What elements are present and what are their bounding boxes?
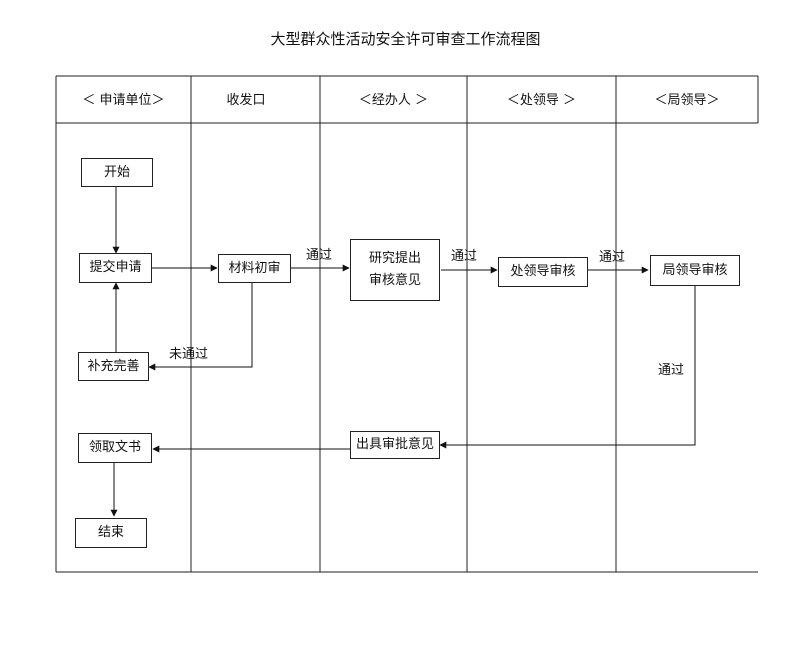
lane-header-applicant: ＜ 申请单位＞ — [82, 93, 165, 108]
node-start: 开始 — [81, 158, 153, 187]
lane-header-bureau-leader: ＜局领导＞ — [654, 93, 720, 108]
lane-header-division-leader: ＜处领导 ＞ — [506, 93, 577, 108]
node-research-line2: 审核意见 — [368, 273, 421, 288]
edge-initial-supplement — [148, 283, 253, 371]
edge-label-pass-bureau: 通过 — [658, 363, 685, 378]
edge-bureau-issue — [439, 286, 696, 449]
edge-label-fail: 未通过 — [169, 347, 209, 362]
node-division-review: 处领导审核 — [498, 257, 588, 287]
node-supplement: 补充完善 — [78, 352, 149, 381]
node-end: 结束 — [75, 518, 147, 548]
edge-label-pass-initial: 通过 — [306, 248, 333, 263]
node-research-opinion: 研究提出 审核意见 — [350, 239, 440, 301]
lane-header-handler: ＜经办人 ＞ — [358, 93, 429, 108]
page-title: 大型群众性活动安全许可审查工作流程图 — [270, 30, 541, 48]
edge-label-pass-handler: 通过 — [451, 249, 478, 264]
edge-label-pass-division: 通过 — [599, 250, 626, 265]
node-receive-documents: 领取文书 — [78, 433, 152, 463]
swimlane-frame — [55, 75, 759, 573]
node-issue-approval-opinion: 出具审批意见 — [350, 431, 440, 459]
lane-header-reception: 收发口 — [226, 93, 266, 108]
node-research-line1: 研究提出 — [368, 251, 421, 266]
node-initial-review: 材料初审 — [218, 254, 291, 283]
node-bureau-review: 局领导审核 — [650, 255, 740, 286]
node-submit-application: 提交申请 — [79, 253, 152, 283]
